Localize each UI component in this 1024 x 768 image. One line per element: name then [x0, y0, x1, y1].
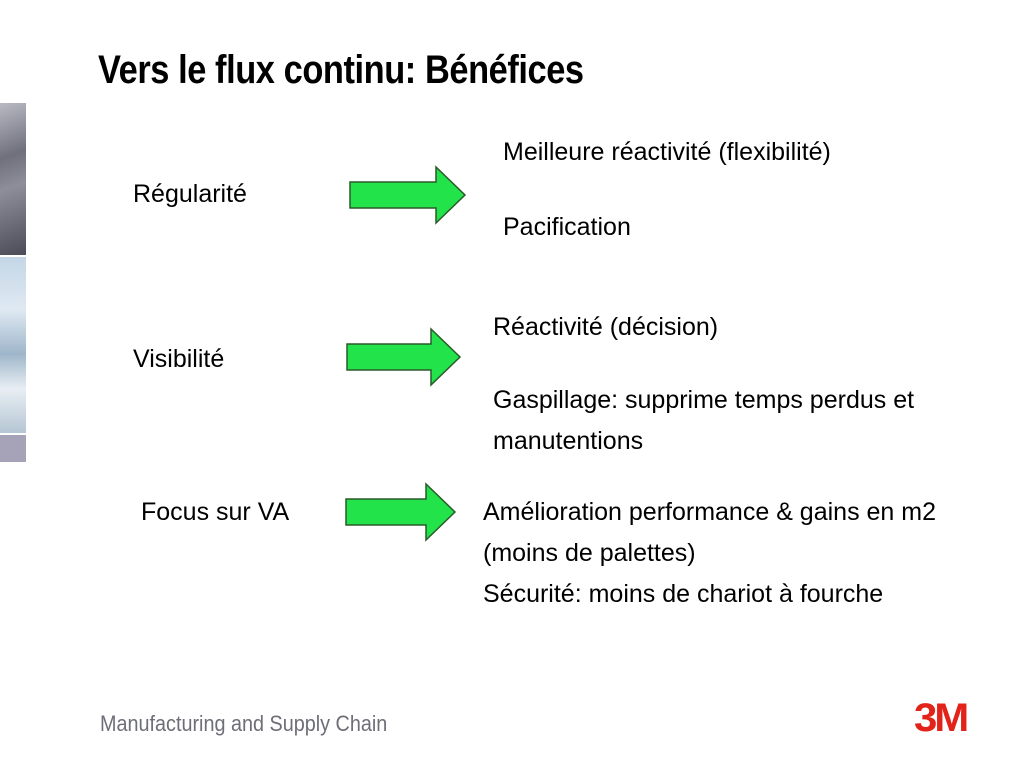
- benefit-text: Sécurité: moins de chariot à fourche: [483, 580, 884, 608]
- benefit-text: Amélioration performance & gains en m2 (…: [483, 498, 937, 567]
- cause-label-focus-va: Focus sur VA: [141, 498, 290, 526]
- decorative-photo-strip-top: [0, 103, 26, 255]
- decorative-photo-strip-middle: [0, 257, 26, 433]
- right-arrow-icon: [349, 165, 467, 225]
- benefit-text: Pacification: [503, 213, 631, 241]
- cause-label-visibilite: Visibilité: [133, 345, 225, 373]
- benefit-text: Gaspillage: supprime temps perdus et man…: [493, 386, 915, 455]
- decorative-photo-strip-bottom: [0, 435, 26, 462]
- footer-text: Manufacturing and Supply Chain: [100, 711, 388, 736]
- company-logo: 3M: [914, 696, 969, 740]
- benefit-text: Réactivité (décision): [493, 313, 719, 341]
- right-arrow-icon: [346, 327, 462, 387]
- benefit-text: Meilleure réactivité (flexibilité): [503, 138, 831, 166]
- slide-title: Vers le flux continu: Bénéfices: [98, 48, 584, 92]
- right-arrow-icon: [345, 482, 457, 542]
- cause-label-regularite: Régularité: [133, 180, 247, 208]
